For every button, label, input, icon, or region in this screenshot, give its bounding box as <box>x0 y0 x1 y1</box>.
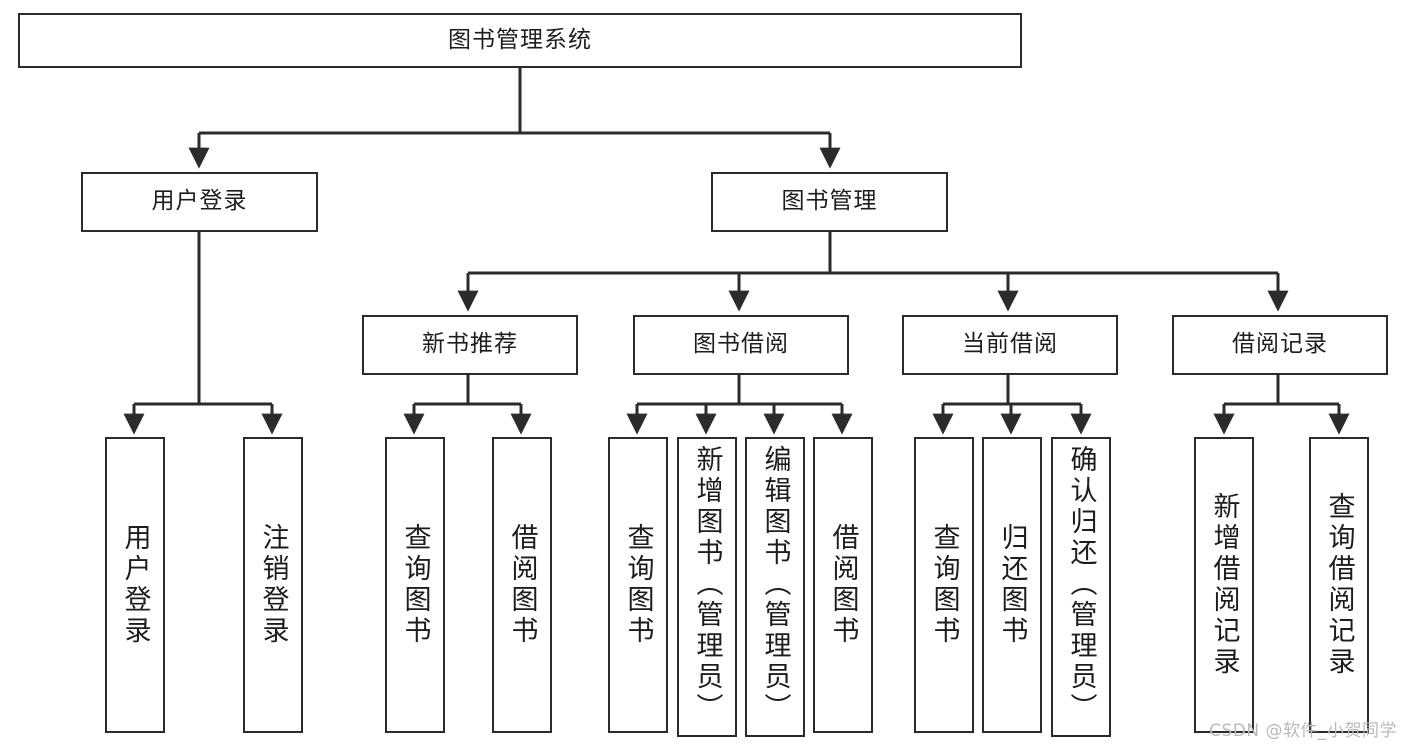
node-root[interactable]: 图书管理系统 <box>18 13 1022 68</box>
node-new-book-recommend-label: 新书推荐 <box>422 331 518 358</box>
node-leaf-query-book-1[interactable]: 查询图书 <box>385 437 445 733</box>
node-leaf-query-book-2[interactable]: 查询图书 <box>608 437 668 733</box>
csdn-watermark: CSDN @软件_小贺同学 <box>1209 721 1397 741</box>
node-leaf-confirm-return-label: 确认归还（管理员） <box>1065 445 1097 724</box>
node-leaf-logout[interactable]: 注销登录 <box>243 437 303 733</box>
node-leaf-query-book-2-label: 查询图书 <box>622 523 654 647</box>
node-leaf-query-record-label: 查询借阅记录 <box>1323 492 1355 678</box>
node-leaf-borrow-book-1-label: 借阅图书 <box>506 523 538 647</box>
node-current-borrow-label: 当前借阅 <box>962 331 1058 358</box>
node-borrow-record[interactable]: 借阅记录 <box>1172 315 1388 375</box>
node-book-borrow-label: 图书借阅 <box>693 331 789 358</box>
node-book-manage[interactable]: 图书管理 <box>711 172 948 232</box>
node-leaf-query-record[interactable]: 查询借阅记录 <box>1309 437 1369 733</box>
node-borrow-record-label: 借阅记录 <box>1232 331 1328 358</box>
node-leaf-add-book-label: 新增图书（管理员） <box>691 445 723 724</box>
node-book-manage-label: 图书管理 <box>781 188 878 215</box>
node-leaf-borrow-book-2[interactable]: 借阅图书 <box>813 437 873 733</box>
node-leaf-confirm-return[interactable]: 确认归还（管理员） <box>1051 437 1111 737</box>
node-leaf-edit-book[interactable]: 编辑图书（管理员） <box>745 437 805 737</box>
node-current-borrow[interactable]: 当前借阅 <box>902 315 1118 375</box>
node-leaf-logout-label: 注销登录 <box>257 523 289 647</box>
node-leaf-edit-book-label: 编辑图书（管理员） <box>759 445 791 724</box>
node-leaf-borrow-book-1[interactable]: 借阅图书 <box>492 437 552 733</box>
node-leaf-user-login[interactable]: 用户登录 <box>105 437 165 733</box>
node-user-login-label: 用户登录 <box>151 188 248 215</box>
node-leaf-add-record-label: 新增借阅记录 <box>1208 492 1240 678</box>
node-root-label: 图书管理系统 <box>448 26 592 53</box>
node-leaf-add-book[interactable]: 新增图书（管理员） <box>677 437 737 737</box>
node-new-book-recommend[interactable]: 新书推荐 <box>362 315 578 375</box>
node-leaf-query-book-3-label: 查询图书 <box>928 523 960 647</box>
node-leaf-return-book-label: 归还图书 <box>996 523 1028 647</box>
node-user-login[interactable]: 用户登录 <box>81 172 318 232</box>
node-book-borrow[interactable]: 图书借阅 <box>633 315 849 375</box>
node-leaf-query-book-3[interactable]: 查询图书 <box>914 437 974 733</box>
node-leaf-return-book[interactable]: 归还图书 <box>982 437 1042 733</box>
node-leaf-query-book-1-label: 查询图书 <box>399 523 431 647</box>
node-leaf-borrow-book-2-label: 借阅图书 <box>827 523 859 647</box>
node-leaf-user-login-label: 用户登录 <box>119 523 151 647</box>
node-leaf-add-record[interactable]: 新增借阅记录 <box>1194 437 1254 733</box>
